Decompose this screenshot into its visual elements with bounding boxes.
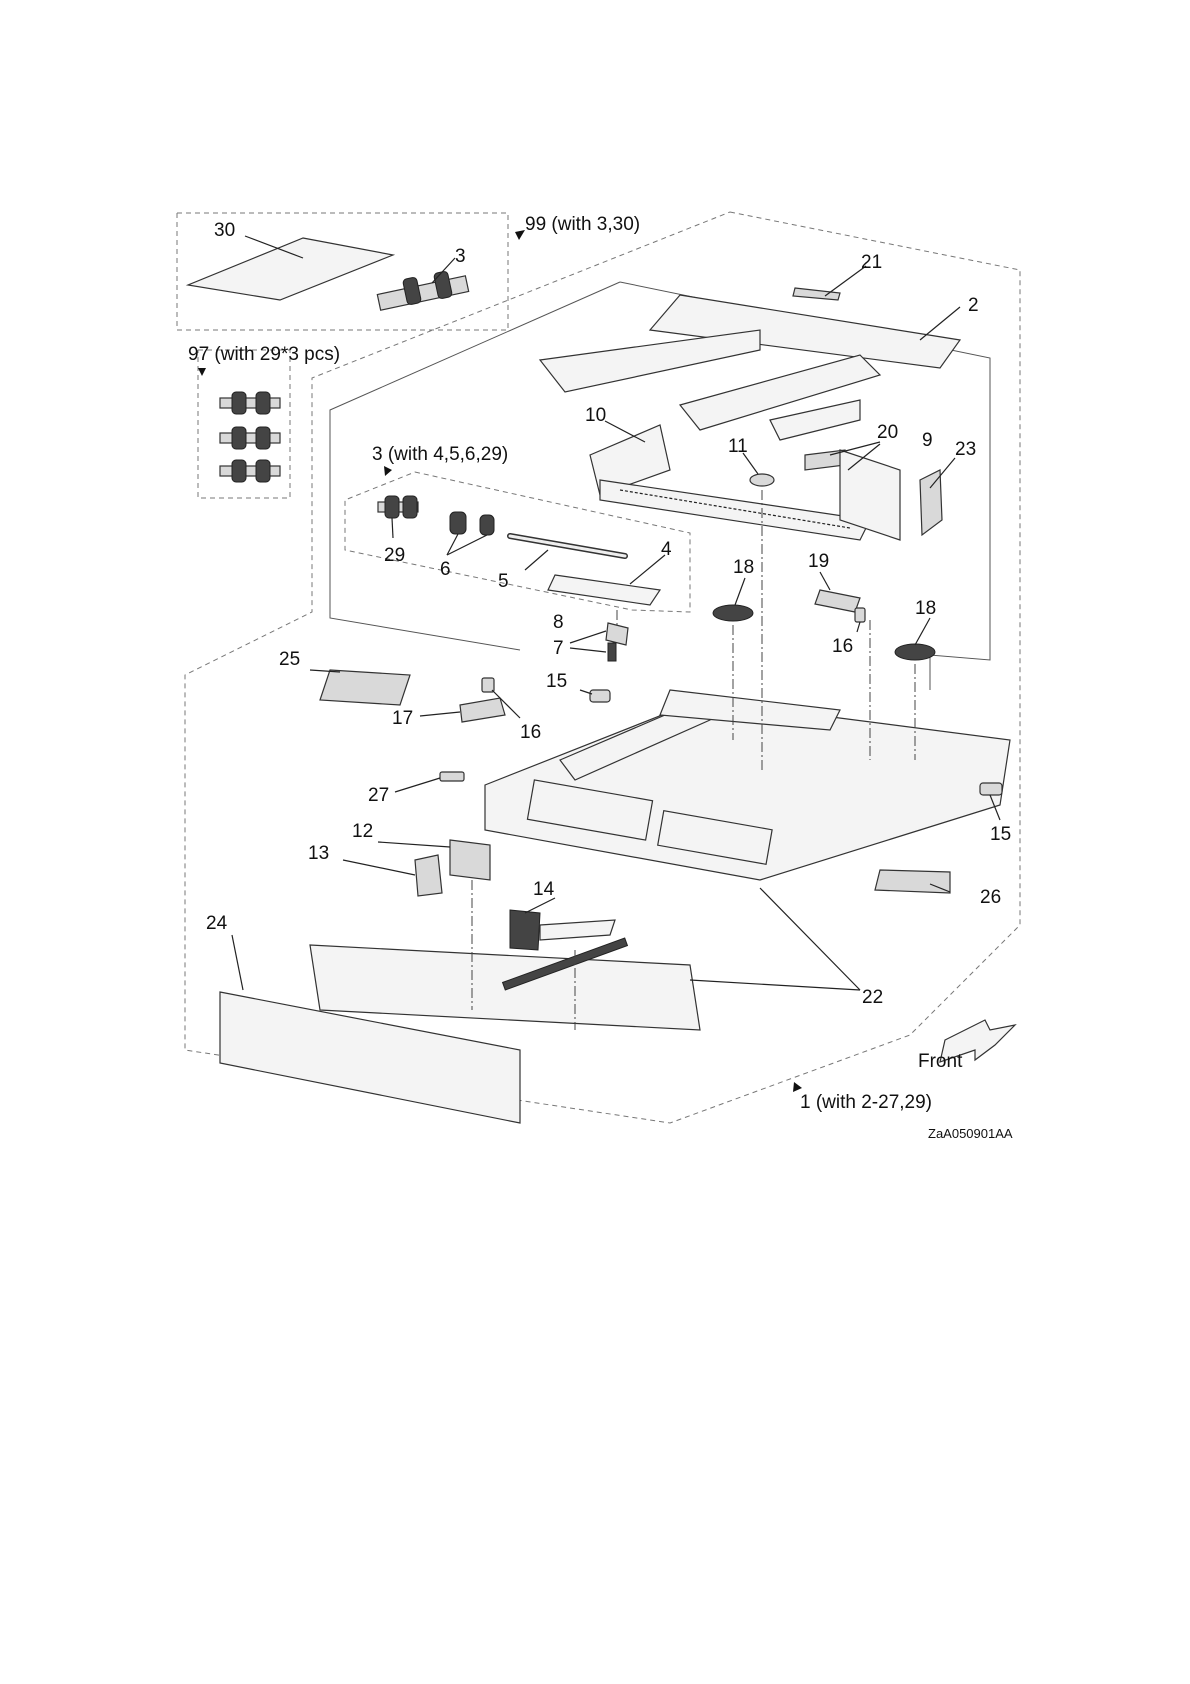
holder-8 bbox=[606, 623, 628, 645]
roller-set-97 bbox=[220, 392, 280, 482]
callout-12: 12 bbox=[352, 821, 373, 842]
holder-4 bbox=[548, 575, 660, 605]
roller-15-right bbox=[980, 783, 1002, 795]
lift-plate-18-right bbox=[895, 644, 935, 660]
callout-16-left: 16 bbox=[520, 722, 541, 743]
group-arrow-assy-1 bbox=[793, 1082, 802, 1092]
callout-22: 22 bbox=[862, 987, 883, 1008]
callout-17: 17 bbox=[392, 708, 413, 729]
lever-19 bbox=[815, 590, 860, 612]
callout-19: 19 bbox=[808, 551, 829, 572]
label-26 bbox=[875, 870, 950, 893]
label-sheet-30 bbox=[188, 238, 393, 300]
roller-15-left bbox=[590, 690, 610, 702]
pin-16-right bbox=[855, 608, 865, 622]
gear-11 bbox=[750, 474, 774, 486]
paper-tray-body bbox=[485, 690, 1010, 880]
callout-25: 25 bbox=[279, 649, 300, 670]
callout-26: 26 bbox=[980, 887, 1001, 908]
callout-14: 14 bbox=[533, 879, 555, 900]
group-label-assy-3: 3 (with 4,5,6,29) bbox=[372, 444, 508, 465]
group-label-kit-97: 97 (with 29*3 pcs) bbox=[188, 344, 340, 365]
callout-2: 2 bbox=[968, 295, 979, 316]
label-25 bbox=[320, 670, 410, 705]
callout-23: 23 bbox=[955, 439, 976, 460]
shaft-5 bbox=[510, 536, 625, 556]
callout-9: 9 bbox=[922, 430, 933, 451]
spring-7 bbox=[608, 643, 616, 661]
callout-15-left: 15 bbox=[546, 671, 567, 692]
bracket-13 bbox=[415, 855, 442, 896]
callout-15-right: 15 bbox=[990, 824, 1011, 845]
group-arrow-kit-97 bbox=[198, 368, 206, 376]
callout-16-right: 16 bbox=[832, 636, 853, 657]
callout-3-kit: 3 bbox=[455, 246, 466, 267]
front-cover-24 bbox=[220, 938, 700, 1123]
group-arrow-kit-99 bbox=[515, 230, 525, 240]
callout-11: 11 bbox=[728, 436, 748, 457]
latch-17 bbox=[460, 698, 505, 722]
end-guide-14 bbox=[510, 910, 615, 950]
callout-13: 13 bbox=[308, 843, 329, 864]
callout-27: 27 bbox=[368, 785, 389, 806]
front-label: Front bbox=[918, 1051, 963, 1072]
callout-6: 6 bbox=[440, 559, 451, 580]
callout-5: 5 bbox=[498, 571, 509, 592]
group-label-assy-1: 1 (with 2-27,29) bbox=[800, 1092, 932, 1113]
roller-assembly-3 bbox=[377, 271, 468, 310]
spacer-27 bbox=[440, 772, 464, 781]
callout-18-right: 18 bbox=[915, 598, 936, 619]
roller-29 bbox=[378, 496, 418, 518]
callout-21: 21 bbox=[861, 252, 882, 273]
callout-24: 24 bbox=[206, 913, 228, 934]
group-arrow-assy-3 bbox=[384, 466, 392, 476]
callout-10: 10 bbox=[585, 405, 606, 426]
callout-8: 8 bbox=[553, 612, 564, 633]
bracket-12 bbox=[450, 840, 490, 880]
callout-30: 30 bbox=[214, 220, 235, 241]
callout-18-left: 18 bbox=[733, 557, 754, 578]
bracket-23 bbox=[920, 470, 942, 535]
lift-plate-18-left bbox=[713, 605, 753, 621]
drawing-code: ZaA050901AA bbox=[928, 1126, 1013, 1141]
group-label-kit-99: 99 (with 3,30) bbox=[525, 214, 640, 235]
callout-20: 20 bbox=[877, 422, 898, 443]
callout-4: 4 bbox=[661, 539, 672, 560]
callout-7: 7 bbox=[553, 638, 564, 659]
callout-29: 29 bbox=[384, 545, 405, 566]
roller-6 bbox=[450, 512, 494, 535]
